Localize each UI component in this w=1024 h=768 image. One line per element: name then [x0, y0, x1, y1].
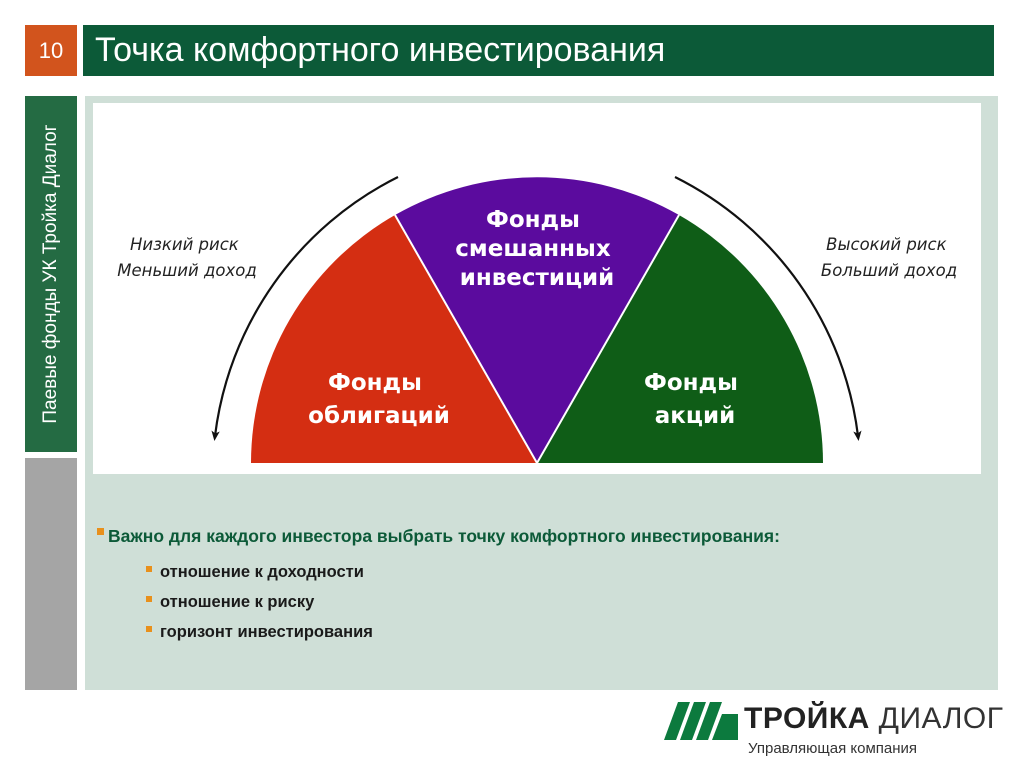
sub-bullet-text: отношение к риску: [160, 592, 315, 611]
arrow-right-curve: [674, 176, 862, 441]
sub-bullet-text: отношение к доходности: [160, 562, 364, 581]
segment-stocks: [537, 215, 823, 463]
logo-name-bold: ТРОЙКА: [744, 702, 870, 735]
bullet-main-text: Важно для каждого инвестора выбрать точк…: [108, 526, 780, 546]
bullet-marker: [97, 528, 104, 535]
arrow-left-curve: [211, 176, 399, 441]
slide-number: 10: [25, 25, 77, 76]
sub-bullet-text: горизонт инвестирования: [160, 622, 373, 641]
segment-label-mixed: Фонды смешанных инвестиций: [455, 207, 618, 291]
logo-wordmark: ТРОЙКА ДИАЛОГ: [744, 702, 1003, 736]
risk-return-diagram: Фонды облигаций Фонды смешанных инвестиц…: [93, 103, 981, 474]
segment-bonds: [251, 215, 537, 463]
slide-title: Точка комфортного инвестирования: [83, 25, 994, 76]
bullet-marker: [146, 596, 152, 602]
segment-mixed: [395, 177, 679, 463]
sub-bullet-item: горизонт инвестирования: [146, 617, 992, 647]
sub-bullet-list: отношение к доходности отношение к риску…: [97, 557, 992, 647]
logo-name-regular: ДИАЛОГ: [878, 702, 1004, 735]
bullet-main: Важно для каждого инвестора выбрать точк…: [97, 526, 992, 547]
sidebar-gray-strip: [25, 458, 77, 690]
sub-bullet-item: отношение к доходности: [146, 557, 992, 587]
logo-mark-icon: [664, 702, 738, 740]
sidebar-green-strip: [25, 96, 77, 452]
bullet-marker: [146, 626, 152, 632]
sub-bullet-item: отношение к риску: [146, 587, 992, 617]
bullet-marker: [146, 566, 152, 572]
company-logo: ТРОЙКА ДИАЛОГ Управляющая компания: [664, 700, 1004, 764]
bullet-list: Важно для каждого инвестора выбрать точк…: [97, 526, 992, 647]
high-risk-note: Высокий риск Больший доход: [821, 235, 957, 280]
segment-label-stocks: Фонды акций: [644, 370, 746, 429]
segment-label-bonds: Фонды облигаций: [308, 370, 450, 429]
fan-chart-svg: Фонды облигаций Фонды смешанных инвестиц…: [117, 176, 957, 464]
low-risk-note: Низкий риск Меньший доход: [117, 235, 256, 280]
sidebar-caption: Паевые фонды УК Тройка Диалог: [40, 124, 61, 424]
logo-tagline: Управляющая компания: [748, 740, 918, 757]
